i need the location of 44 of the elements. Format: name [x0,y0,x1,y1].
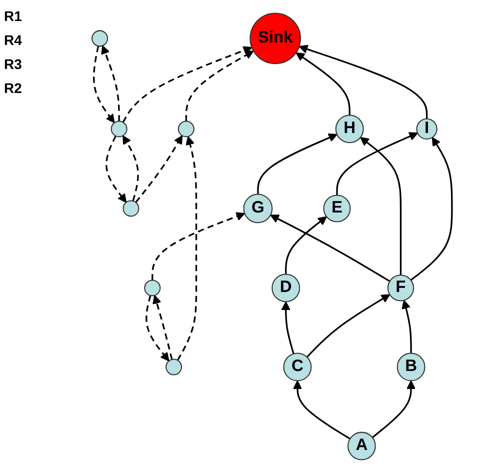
arrow [298,44,428,119]
node-circle: C [283,352,312,382]
arrow [402,300,412,354]
arrow [270,214,390,282]
ring-label: R4 [4,32,23,48]
ring-label: R2 [4,80,23,96]
node-circle: F [387,274,414,302]
arrow [122,46,252,123]
node-circle [144,280,161,296]
arrow [122,135,139,202]
arrow [336,132,418,196]
arrow [296,52,350,116]
node-circle [110,120,128,138]
arrow [176,136,198,361]
arrow [410,137,453,281]
ring-label: R3 [4,56,23,72]
arrow [281,301,294,354]
node-circle: I [416,118,438,140]
node-circle: H [335,114,364,144]
arrow [360,136,402,276]
node-circle: Sink [250,12,301,64]
node-circle [178,120,194,138]
arrow [285,216,327,274]
arrow [292,380,350,440]
arrow [152,294,173,360]
node-circle: G [243,194,273,224]
node-circle [92,30,108,47]
arrow [146,295,170,362]
arrow [306,294,390,358]
arrow [372,380,416,438]
arrow [152,212,246,280]
arrow [257,133,338,194]
arrow [185,50,254,122]
arrow [101,45,120,122]
node-circle [122,200,140,217]
arrow [106,136,127,203]
arrow [135,135,183,203]
ring-label: R1 [4,8,23,24]
node-circle [166,358,182,376]
node-circle: D [272,274,300,302]
node-circle: A [347,432,376,460]
node-circle: E [323,194,351,222]
node-circle: B [396,352,426,382]
arrow [93,46,115,124]
